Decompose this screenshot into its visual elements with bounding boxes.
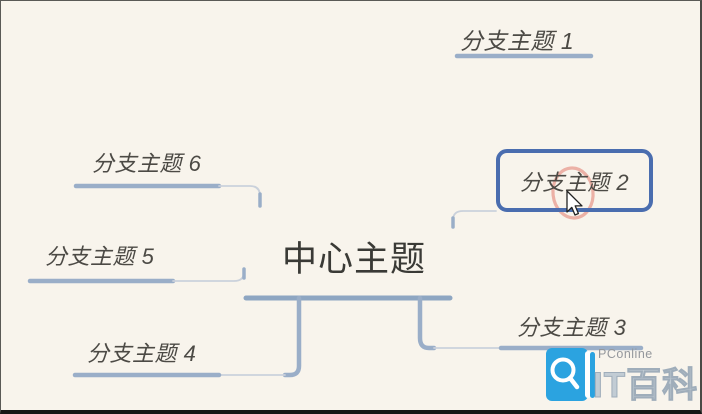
logo-page-gap (585, 351, 591, 398)
branch5-connector (172, 271, 245, 282)
watermark-title: IT百科 (592, 366, 699, 406)
central-topic[interactable]: 中心主题 (282, 240, 427, 279)
watermark-logo-icon (546, 348, 595, 401)
watermark-brand: PConline (598, 347, 653, 361)
branch-topic-4[interactable]: 分支主题 4 (87, 341, 197, 366)
branch4-connector-leg (282, 295, 302, 378)
branch3-connector-leg (417, 295, 437, 351)
click-indicator-ring (551, 166, 595, 220)
magnifier-handle-icon (567, 375, 580, 390)
branch-topic-5[interactable]: 分支主题 5 (45, 244, 155, 269)
magnifier-icon (550, 357, 576, 383)
branch-topic-2-label: 分支主题 2 (519, 169, 630, 195)
branch6-connector (218, 185, 261, 197)
branch-topic-2-selected[interactable]: 分支主题 2 (496, 149, 653, 212)
branch2-connector (452, 210, 497, 221)
branch-topic-6[interactable]: 分支主题 6 (92, 151, 202, 176)
branch-topic-1[interactable]: 分支主题 1 (460, 28, 575, 54)
branch-topic-3[interactable]: 分支主题 3 (517, 315, 627, 340)
logo-page-flip-icon (590, 352, 595, 398)
